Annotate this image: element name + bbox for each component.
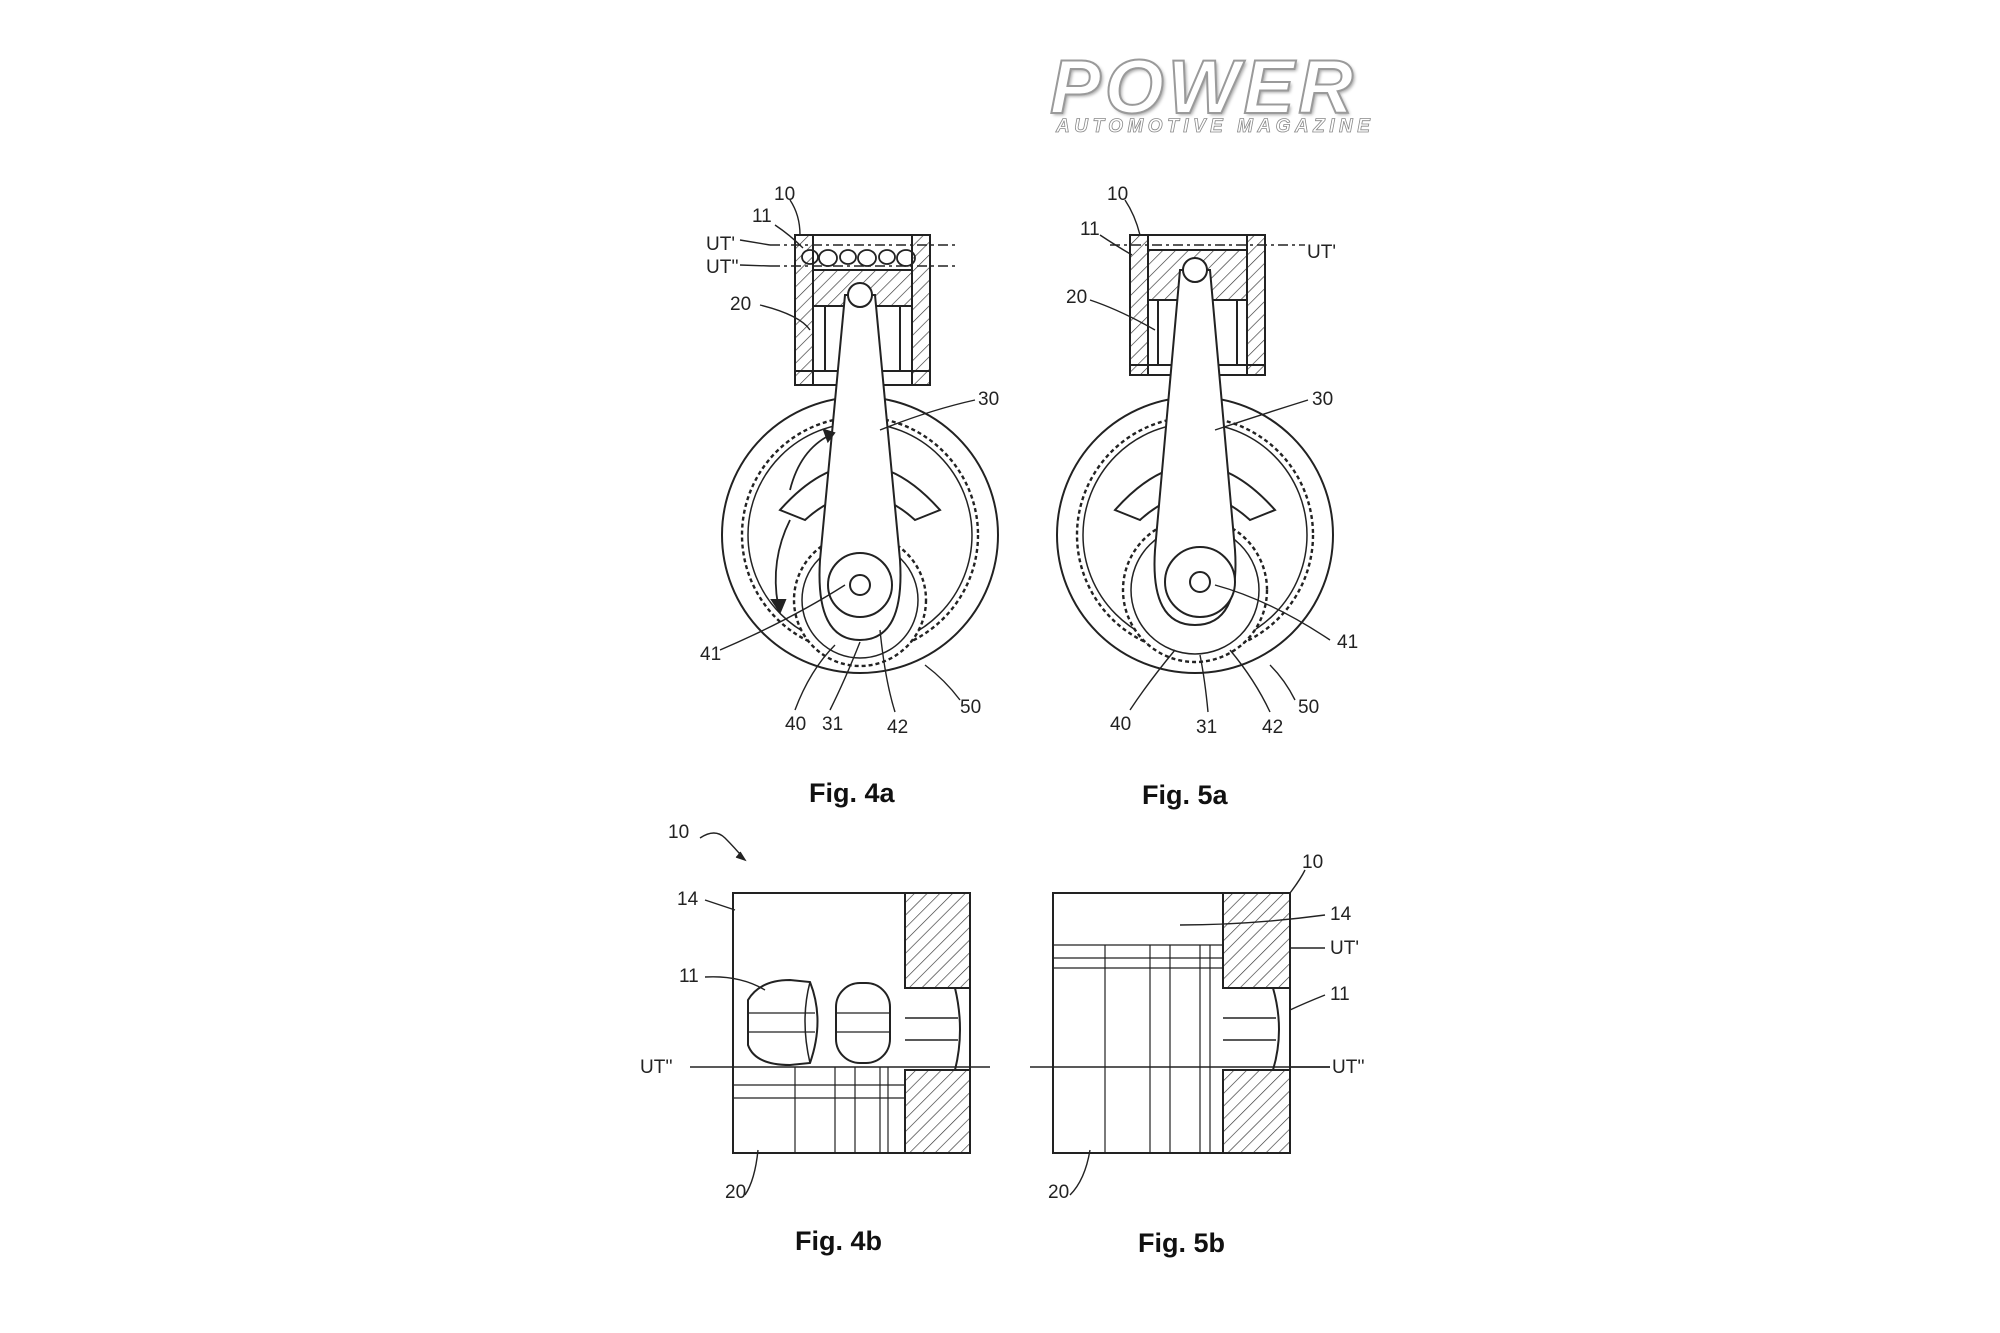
fig5a-label-50: 50	[1298, 697, 1319, 718]
fig4b-groove	[905, 987, 961, 1071]
logo-title: POWER	[1049, 44, 1358, 131]
fig4a-rotation-arrow-top	[789, 434, 831, 491]
fig5a-label-20: 20	[1066, 287, 1087, 308]
fig4a-label-42: 42	[887, 717, 908, 738]
fig4a-label-ut2: UT''	[706, 257, 739, 278]
fig5b-labels: 10 14 UT' 11 UT'' 20	[1048, 852, 1365, 1203]
fig5b-caption: Fig. 5b	[1138, 1228, 1225, 1258]
fig4a-label-41: 41	[700, 644, 721, 665]
fig4a-arrowhead-top	[822, 428, 836, 444]
fig5a-label-10: 10	[1107, 184, 1128, 205]
fig5a-label-41: 41	[1337, 632, 1358, 653]
fig5a-label-31: 31	[1196, 717, 1217, 738]
fig5b-cylinder-lines	[1053, 944, 1223, 1153]
fig5a-leaders	[1089, 199, 1331, 713]
fig4b-ball-1	[747, 978, 819, 1067]
fig4a-label-20: 20	[730, 294, 751, 315]
fig-5a	[1056, 199, 1334, 713]
fig4a-label-11: 11	[752, 206, 772, 227]
fig4a-label-30: 30	[978, 389, 999, 410]
fig4b-hatch-top	[904, 892, 971, 989]
fig5b-leaders	[1069, 869, 1330, 1196]
fig4a-label-50: 50	[960, 697, 981, 718]
fig4b-label-10: 10	[668, 822, 689, 843]
fig5b-label-10: 10	[1302, 852, 1323, 873]
fig4a-label-40: 40	[785, 714, 806, 735]
fig5a-piston-pin	[1182, 257, 1208, 283]
fig4a-piston-pin	[847, 282, 873, 308]
fig5a-label-42: 42	[1262, 717, 1283, 738]
fig5b-label-20: 20	[1048, 1182, 1069, 1203]
fig4a-rotation-arrow-bottom	[774, 519, 791, 606]
fig4b-ball-2	[835, 982, 891, 1064]
fig4a-caption: Fig. 4a	[809, 778, 896, 808]
fig4a-crank-pin	[849, 574, 871, 596]
fig5a-label-30: 30	[1312, 389, 1333, 410]
fig4b-label-11: 11	[679, 966, 699, 987]
fig4b-label-ut2: UT''	[640, 1057, 673, 1078]
fig4b-label-14: 14	[677, 889, 699, 910]
fig5a-caption: Fig. 5a	[1142, 780, 1229, 810]
fig-4a	[719, 199, 999, 713]
fig4b-labels: 10 14 11 UT'' 20	[640, 822, 746, 1203]
fig5b-label-ut2: UT''	[1332, 1057, 1365, 1078]
fig5a-label-11: 11	[1080, 219, 1100, 240]
fig5b-groove	[1223, 987, 1280, 1071]
fig5b-hatch-top	[1222, 892, 1291, 989]
fig5a-connecting-rod	[1153, 269, 1237, 627]
fig-4b	[690, 832, 990, 1196]
fig4b-leaders	[699, 832, 766, 1196]
fig4a-connecting-rod	[818, 294, 902, 642]
fig4b-hatch-bottom	[904, 1069, 971, 1154]
fig5a-label-ut1: UT'	[1307, 242, 1336, 263]
fig5a-label-40: 40	[1110, 714, 1131, 735]
fig5a-labels: 10 11 UT' 20 30 41 40 31 42 50	[1066, 184, 1358, 738]
logo-subtitle: AUTOMOTIVE MAGAZINE	[1056, 116, 1375, 138]
fig5b-label-14: 14	[1330, 904, 1352, 925]
fig4a-leaders	[719, 199, 976, 713]
fig4a-label-31: 31	[822, 714, 843, 735]
fig4b-cylinder-lines	[733, 1067, 905, 1153]
fig4a-labels: 10 11 UT' UT'' 20 30 41 40 31 42 50	[700, 184, 999, 738]
fig5b-label-11: 11	[1330, 984, 1350, 1005]
fig-5b	[1030, 869, 1330, 1196]
fig5a-crank-pin	[1189, 571, 1211, 593]
fig4a-arrowhead-bottom	[770, 599, 787, 615]
fig4b-caption: Fig. 4b	[795, 1226, 882, 1256]
fig5b-label-ut1: UT'	[1330, 938, 1359, 959]
fig4b-label-20: 20	[725, 1182, 746, 1203]
fig4a-label-10: 10	[774, 184, 795, 205]
fig5b-hatch-bottom	[1222, 1069, 1291, 1154]
fig4a-label-ut1: UT'	[706, 234, 735, 255]
power-logo: POWER AUTOMOTIVE MAGAZINE	[1049, 44, 1410, 137]
